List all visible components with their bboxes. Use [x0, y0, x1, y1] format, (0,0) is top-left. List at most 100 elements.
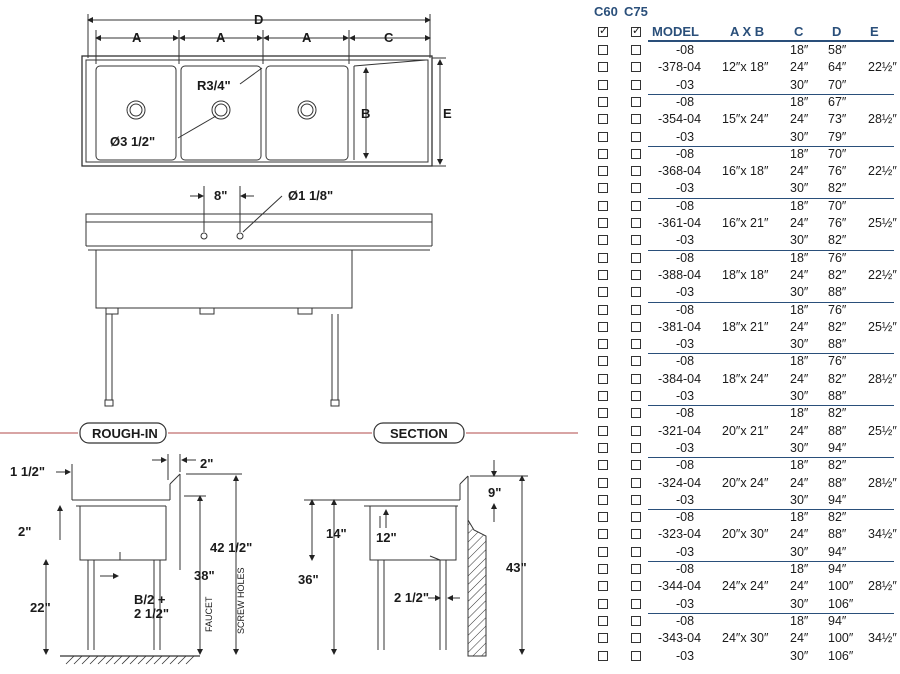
dim-e: 28½″	[868, 579, 897, 594]
group-separator	[648, 353, 894, 355]
checkbox-c60[interactable]	[598, 477, 608, 488]
model-suffix: -03	[676, 181, 695, 196]
dim-d: 70″	[828, 146, 847, 161]
checkbox-c60[interactable]	[598, 183, 608, 194]
checkbox-c60[interactable]	[598, 650, 608, 661]
checkbox-c75[interactable]	[631, 148, 641, 159]
checkbox-c60[interactable]	[598, 494, 608, 505]
checkbox-c60[interactable]	[598, 269, 608, 280]
checkbox-c60[interactable]	[598, 96, 608, 107]
checkbox-c75[interactable]	[631, 460, 641, 471]
checkbox-c60[interactable]	[598, 252, 608, 263]
checkbox-c60[interactable]	[598, 304, 608, 315]
header-checkbox-c75[interactable]	[631, 24, 641, 37]
checkbox-c75[interactable]	[631, 650, 641, 661]
checkbox-c60[interactable]	[598, 391, 608, 401]
checkbox-c60[interactable]	[598, 546, 608, 557]
checkbox-c75[interactable]	[631, 218, 641, 228]
checkbox-c60[interactable]	[598, 218, 608, 228]
checkbox-c60[interactable]	[598, 598, 608, 609]
checkbox-c75[interactable]	[631, 183, 641, 194]
checkbox-c75[interactable]	[631, 425, 641, 436]
dim-a3-label: A	[302, 30, 312, 45]
checkbox-c60[interactable]	[598, 148, 608, 159]
checkbox-c75[interactable]	[631, 339, 641, 350]
checkbox-c75[interactable]	[631, 564, 641, 574]
model-suffix: -08	[676, 94, 695, 109]
dim-d: 100″	[828, 631, 854, 646]
checkbox-c60[interactable]	[598, 633, 608, 644]
checkbox-c75[interactable]	[631, 581, 641, 592]
checkbox-c75[interactable]	[631, 321, 641, 332]
checkbox-c75[interactable]	[631, 546, 641, 557]
dim-d: 82″	[828, 510, 847, 525]
dim-c: 24″	[790, 319, 809, 334]
checkbox-c60[interactable]	[598, 131, 608, 142]
checkbox-c75[interactable]	[631, 391, 641, 401]
checkbox-c60[interactable]	[598, 287, 608, 298]
checkbox-c75[interactable]	[631, 442, 641, 453]
floor-height-label: 36"	[298, 572, 319, 587]
checkbox-c60[interactable]	[598, 512, 608, 523]
top-plan-view	[81, 14, 446, 167]
checkbox-c60[interactable]	[598, 200, 608, 211]
checkbox-c60[interactable]	[598, 339, 608, 350]
checkbox-c60[interactable]	[598, 45, 608, 55]
header-checkbox-c60[interactable]	[598, 24, 608, 37]
checkbox-c75[interactable]	[631, 166, 641, 177]
dim-c: 24″	[790, 60, 809, 75]
checkbox-c75[interactable]	[631, 356, 641, 367]
checkbox-c75[interactable]	[631, 373, 641, 384]
checkbox-c75[interactable]	[631, 96, 641, 107]
checkbox-c75[interactable]	[631, 235, 641, 246]
section-view	[304, 460, 528, 657]
checkbox-c75[interactable]	[631, 598, 641, 609]
bowl-depth-label: 14"	[326, 526, 347, 541]
checkbox-c75[interactable]	[631, 79, 641, 90]
checkbox-c60[interactable]	[598, 114, 608, 125]
checkbox-c75[interactable]	[631, 615, 641, 626]
checkbox-c75[interactable]	[631, 114, 641, 125]
checkbox-c60[interactable]	[598, 460, 608, 471]
dim-d: 94″	[828, 544, 847, 559]
checkbox-c60[interactable]	[598, 373, 608, 384]
group-separator	[648, 405, 894, 407]
checkbox-c60[interactable]	[598, 529, 608, 540]
checkbox-c60[interactable]	[598, 564, 608, 574]
checkbox-c75[interactable]	[631, 529, 641, 540]
checkbox-c75[interactable]	[631, 494, 641, 505]
model-suffix: -03	[676, 492, 695, 507]
model-suffix: -03	[676, 77, 695, 92]
checkbox-c75[interactable]	[631, 200, 641, 211]
checkbox-c75[interactable]	[631, 252, 641, 263]
checkbox-c75[interactable]	[631, 287, 641, 298]
checkbox-c60[interactable]	[598, 581, 608, 592]
model-suffix: -03	[676, 337, 695, 352]
checkbox-c60[interactable]	[598, 442, 608, 453]
group-separator	[648, 457, 894, 459]
checkbox-c75[interactable]	[631, 408, 641, 419]
checkbox-c75[interactable]	[631, 512, 641, 523]
checkbox-c75[interactable]	[631, 477, 641, 488]
checkbox-c60[interactable]	[598, 166, 608, 177]
checkbox-c60[interactable]	[598, 425, 608, 436]
checkbox-c60[interactable]	[598, 356, 608, 367]
checkbox-c75[interactable]	[631, 633, 641, 644]
checkbox-c60[interactable]	[598, 79, 608, 90]
checkbox-c75[interactable]	[631, 269, 641, 280]
dim-d: 94″	[828, 492, 847, 507]
checkbox-c60[interactable]	[598, 321, 608, 332]
checkbox-c75[interactable]	[631, 131, 641, 142]
checkbox-c60[interactable]	[598, 235, 608, 246]
dim-c: 24″	[790, 371, 809, 386]
checkbox-c75[interactable]	[631, 45, 641, 55]
checkbox-c60[interactable]	[598, 615, 608, 626]
checkbox-c60[interactable]	[598, 408, 608, 419]
checkbox-c75[interactable]	[631, 62, 641, 73]
checkbox-c60[interactable]	[598, 62, 608, 73]
checkbox-c75[interactable]	[631, 304, 641, 315]
